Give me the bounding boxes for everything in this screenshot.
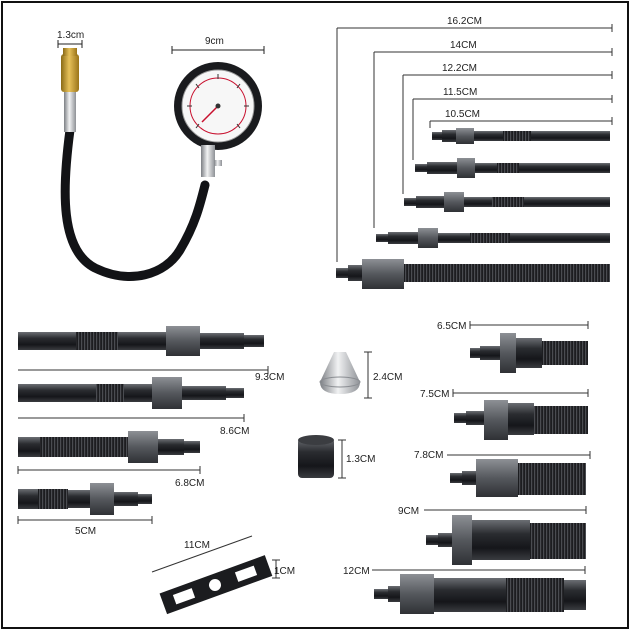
wrench-length-label: 11CM — [184, 540, 210, 551]
spacer-ring: 1.3CM — [298, 435, 375, 479]
spark-plug-adapter — [18, 431, 200, 463]
extension-label: 12.2CM — [442, 63, 477, 74]
adapter-label: 8.6CM — [220, 426, 249, 437]
compression-gauge: 1.3cm 9cm — [57, 30, 265, 281]
extension-rod — [376, 228, 610, 248]
adapter-label: 6.5CM — [437, 321, 466, 332]
adapter-set-right: 6.5CM 7.5CM 7.8CM — [343, 321, 591, 614]
extension-label: 14CM — [450, 40, 477, 51]
adapter-set-left: 9.3CM 8.6CM 6.8CM — [17, 326, 284, 537]
quick-coupler-fitting — [61, 54, 79, 92]
adapter-label: 5CM — [75, 526, 96, 537]
adapter-label: 6.8CM — [175, 478, 204, 489]
extension-label: 16.2CM — [447, 16, 482, 27]
spark-plug-adapter — [450, 459, 586, 497]
extension-rod — [404, 192, 610, 212]
extension-rod — [415, 158, 610, 178]
spark-plug-adapter — [18, 377, 244, 409]
dial-size-label: 9cm — [205, 36, 224, 47]
fitting-size-label: 1.3cm — [57, 30, 84, 41]
extension-label: 10.5CM — [445, 109, 480, 120]
wrench-height-label: 1CM — [274, 566, 295, 577]
spark-plug-adapter — [454, 400, 588, 440]
gauge-stem — [201, 145, 215, 177]
cone-size-label: 2.4CM — [373, 372, 402, 383]
gauge-needle — [201, 105, 219, 123]
extension-rod — [432, 128, 610, 144]
spark-plug-adapter — [426, 515, 586, 565]
adapter-label: 9.3CM — [255, 372, 284, 383]
spanner-tool: 11CM 1CM — [151, 535, 295, 615]
gauge-hose — [60, 125, 210, 281]
adapter-label: 7.5CM — [420, 389, 449, 400]
extension-label: 11.5CM — [443, 87, 477, 98]
spark-plug-adapter — [18, 483, 152, 515]
adapter-label: 7.8CM — [414, 450, 443, 461]
spark-plug-adapter — [18, 326, 264, 356]
extension-rod — [336, 259, 610, 289]
spark-plug-adapter — [470, 333, 588, 373]
adapter-label: 12CM — [343, 566, 370, 577]
adapter-label: 9CM — [398, 506, 419, 517]
cone-adapter: 2.4CM — [319, 351, 402, 399]
ring-size-label: 1.3CM — [346, 454, 375, 465]
extension-set: 16.2CM 14CM 12.2CM 11.5CM 10.5CM — [336, 16, 613, 289]
spark-plug-adapter — [374, 574, 586, 614]
